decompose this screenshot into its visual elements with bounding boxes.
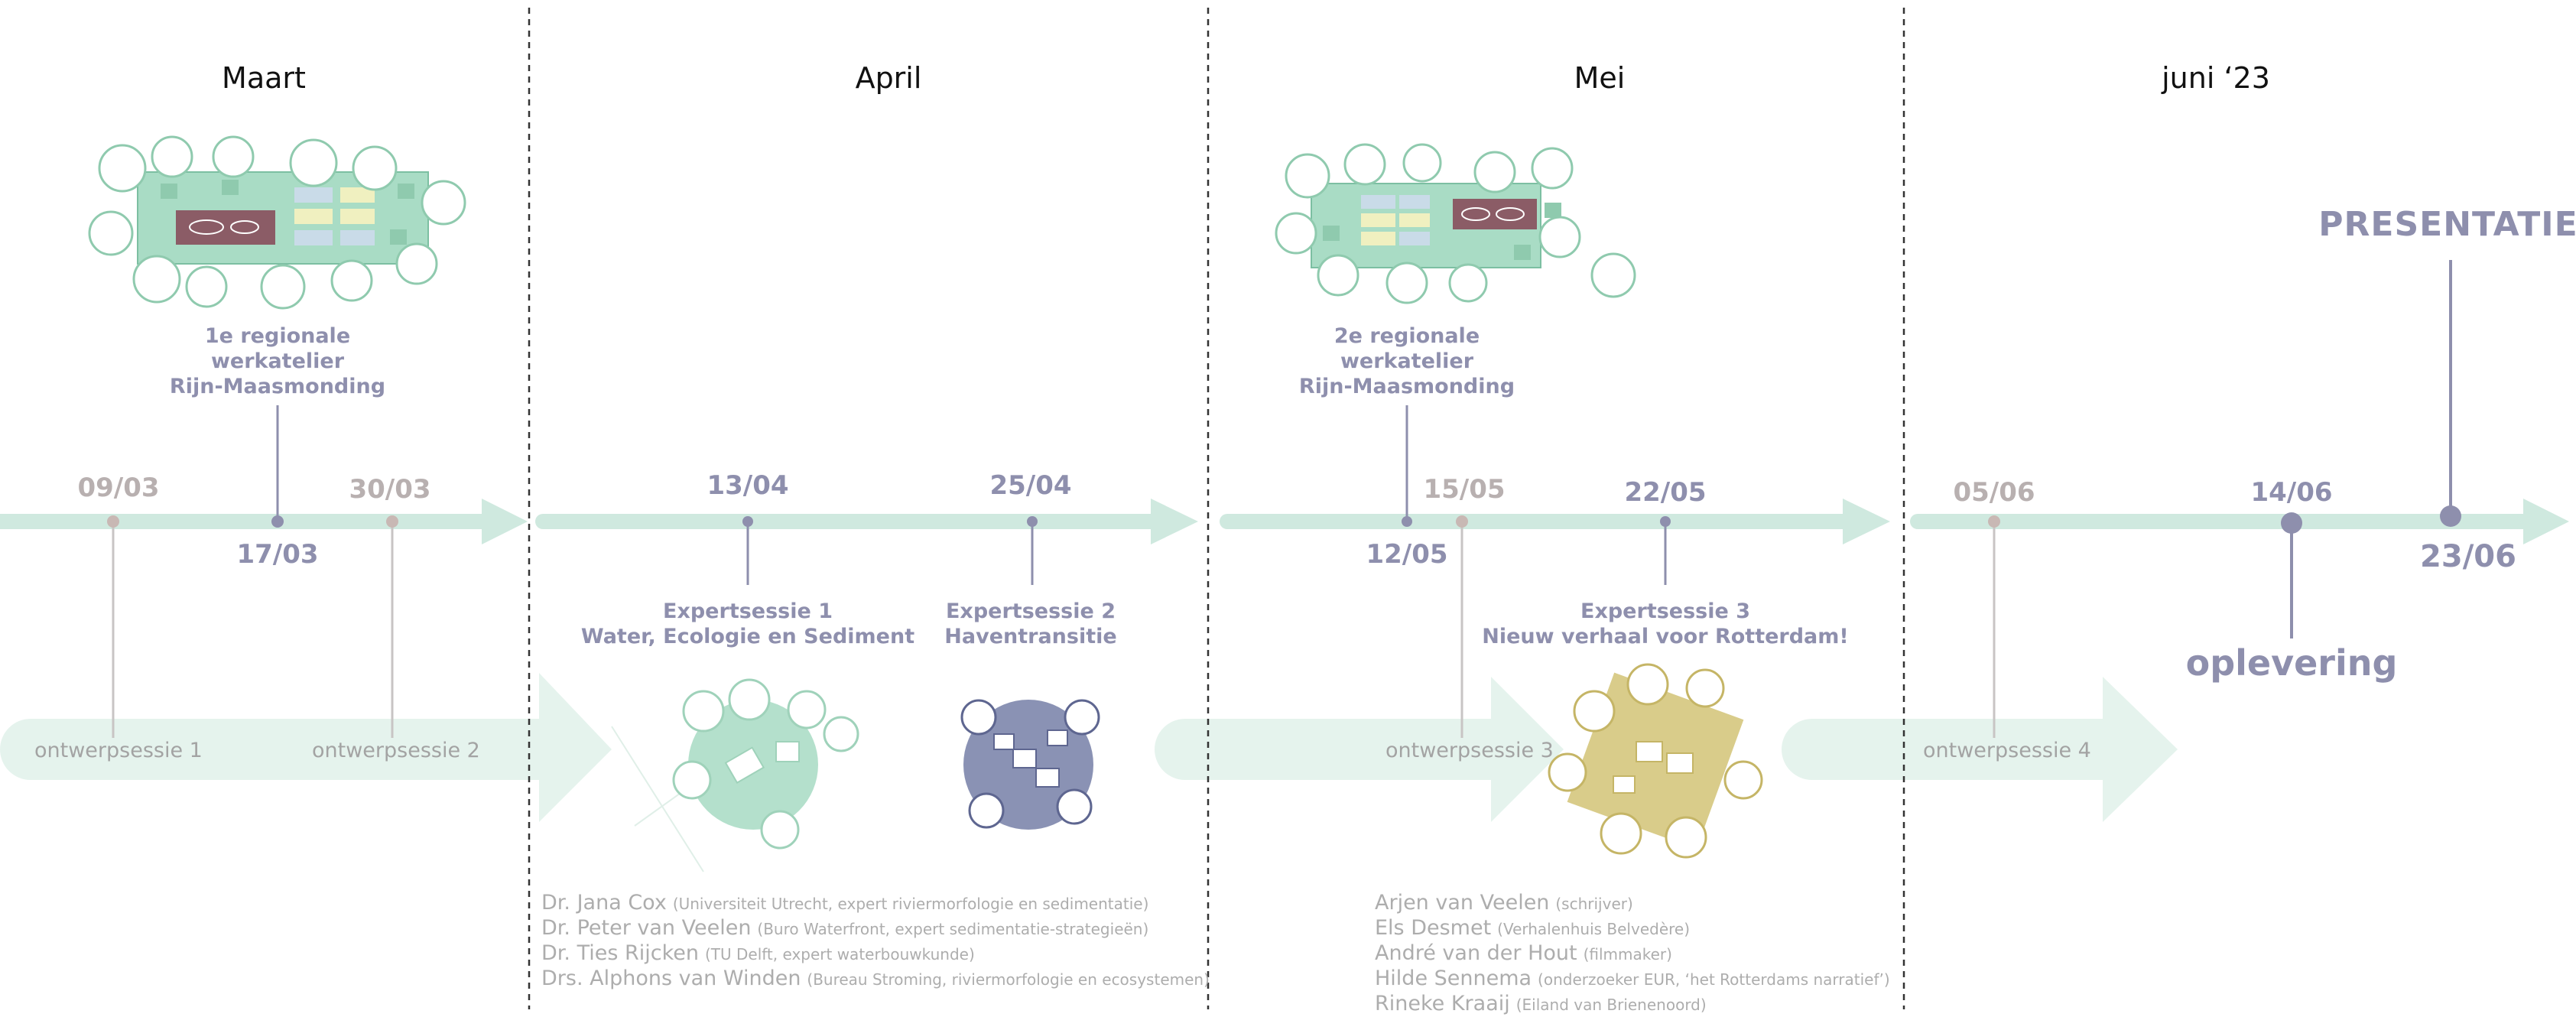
timeline-arrow-mei xyxy=(1220,499,1890,544)
event-expertsessie-2: Expertsessie 2 Haventransitie xyxy=(944,599,1116,649)
event-presentatie: PRESENTATIE xyxy=(2318,205,2576,244)
date-0903: 09/03 xyxy=(77,473,160,503)
session-label-2: ontwerpsessie 2 xyxy=(312,739,480,762)
event-expertsessie-1: Expertsessie 1 Water, Ecologie en Sedime… xyxy=(581,599,914,649)
workshop-table-illustration-1 xyxy=(88,135,466,310)
session-label-1: ontwerpsessie 1 xyxy=(34,739,203,762)
date-0506: 05/06 xyxy=(1953,477,2035,508)
expert-right-4: Hilde Sennema (onderzoeker EUR, ‘het Rot… xyxy=(1375,967,1890,990)
expert-left-4: Drs. Alphons van Winden (Bureau Stroming… xyxy=(541,967,1210,990)
event-expertsessie-2-title: Expertsessie 2 xyxy=(945,599,1116,623)
session-band-2 xyxy=(1155,677,1564,822)
month-april: April xyxy=(855,61,922,95)
timeline-arrow-juni xyxy=(1910,499,2569,544)
workshop-table-illustration-2 xyxy=(1275,143,1636,304)
event-atelier-1: 1e regionale werkatelier Rijn-Maasmondin… xyxy=(170,323,385,399)
month-juni: juni ‘23 xyxy=(2162,61,2270,95)
event-atelier-1-line2: werkatelier xyxy=(210,349,345,373)
event-expertsessie-3-title: Expertsessie 3 xyxy=(1580,599,1750,623)
timeline-arrows xyxy=(0,499,2569,544)
expert-table-illustration-2 xyxy=(960,699,1100,830)
timeline-arrow-maart xyxy=(0,499,528,544)
event-atelier-1-line1: 1e regionale xyxy=(204,324,351,348)
session-band-1 xyxy=(0,673,612,822)
expert-list-left: Dr. Jana Cox (Universiteit Utrecht, expe… xyxy=(541,891,1210,992)
expert-list-right: Arjen van Veelen (schrijver) Els Desmet … xyxy=(1375,891,1890,1017)
date-1505: 15/05 xyxy=(1423,474,1506,505)
event-atelier-2-line2: werkatelier xyxy=(1340,349,1474,373)
connectors xyxy=(112,260,2452,738)
expert-right-2: Els Desmet (Verhalenhuis Belvedère) xyxy=(1375,916,1691,940)
expert-table-illustration-1 xyxy=(672,678,859,850)
expert-left-2: Dr. Peter van Veelen (Buro Waterfront, e… xyxy=(541,916,1149,940)
date-2306: 23/06 xyxy=(2420,539,2516,574)
date-1304: 13/04 xyxy=(707,470,789,501)
expert-right-5: Rineke Kraaij (Eiland van Brienenoord) xyxy=(1375,992,1707,1015)
date-2205: 22/05 xyxy=(1624,477,1707,508)
event-atelier-2: 2e regionale werkatelier Rijn-Maasmondin… xyxy=(1299,323,1515,399)
event-expertsessie-1-subtitle: Water, Ecologie en Sediment xyxy=(580,625,915,648)
event-atelier-2-line3: Rijn-Maasmonding xyxy=(1298,375,1515,398)
date-1703: 17/03 xyxy=(236,539,319,570)
date-3003: 30/03 xyxy=(349,474,431,505)
month-separators xyxy=(528,8,1905,1009)
date-dots xyxy=(107,505,2461,534)
month-mei: Mei xyxy=(1574,61,1626,95)
expert-right-3: André van der Hout (filmmaker) xyxy=(1375,941,1672,965)
expert-right-1: Arjen van Veelen (schrijver) xyxy=(1375,891,1633,915)
event-oplevering: oplevering xyxy=(2185,642,2398,684)
session-label-3: ontwerpsessie 3 xyxy=(1385,739,1554,762)
event-atelier-1-line3: Rijn-Maasmonding xyxy=(169,375,386,398)
event-expertsessie-2-subtitle: Haventransitie xyxy=(944,625,1117,648)
event-expertsessie-1-title: Expertsessie 1 xyxy=(663,599,833,623)
session-band-3 xyxy=(1782,677,2178,822)
event-atelier-2-line1: 2e regionale xyxy=(1333,324,1480,348)
expert-left-1: Dr. Jana Cox (Universiteit Utrecht, expe… xyxy=(541,891,1149,915)
date-1205: 12/05 xyxy=(1366,539,1448,570)
event-expertsessie-3: Expertsessie 3 Nieuw verhaal voor Rotter… xyxy=(1482,599,1848,649)
timeline-arrow-april xyxy=(535,499,1198,544)
date-2504: 25/04 xyxy=(989,470,1072,501)
expert-table-illustration-3 xyxy=(1548,663,1763,859)
date-1406: 14/06 xyxy=(2250,477,2333,508)
month-maart: Maart xyxy=(222,61,306,95)
session-label-4: ontwerpsessie 4 xyxy=(1923,739,2091,762)
expert-left-3: Dr. Ties Rijcken (TU Delft, expert water… xyxy=(541,941,975,965)
event-expertsessie-3-subtitle: Nieuw verhaal voor Rotterdam! xyxy=(1482,625,1849,648)
